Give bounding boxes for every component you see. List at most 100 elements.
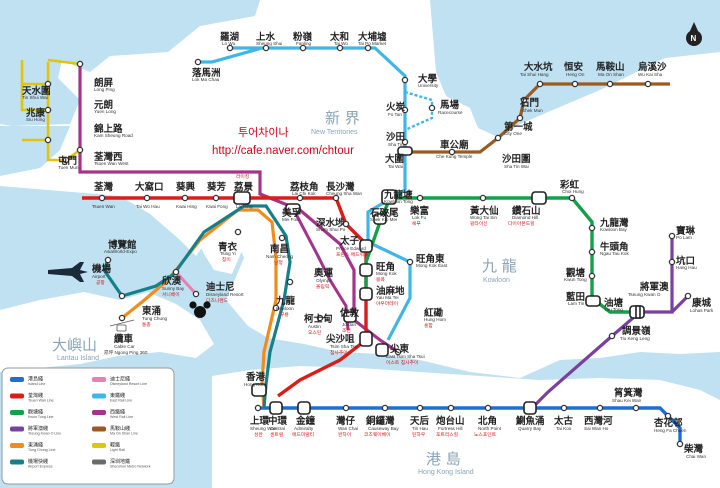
- station-che-kung-temple: 車公廟: [440, 139, 469, 151]
- legend-line-name-en: Light Rail: [110, 448, 125, 452]
- station-central: 中環: [268, 415, 288, 427]
- svg-text:공항: 공항: [96, 279, 105, 286]
- region-hk-island: 港 島: [426, 450, 461, 468]
- svg-text:올림픽: 올림픽: [316, 283, 329, 290]
- svg-text:N: N: [691, 34, 697, 43]
- station-siu-hong: 兆康: [26, 107, 46, 119]
- station-tai-koo: 太古: [554, 415, 574, 427]
- svg-text:Kam Sheung Road: Kam Sheung Road: [94, 133, 133, 138]
- note-url[interactable]: http://cafe.naver.com/chtour: [212, 145, 354, 157]
- svg-text:Tuen Mun: Tuen Mun: [58, 165, 79, 170]
- svg-text:Jordan: Jordan: [342, 322, 356, 327]
- legend-line-name-en: Island Line: [28, 382, 45, 386]
- svg-text:통총: 통총: [142, 321, 151, 328]
- svg-text:Yau Ma Tei: Yau Ma Tei: [376, 295, 399, 300]
- note-title: 투어차이나: [238, 126, 289, 139]
- station-asiaworld-expo: 博覽館: [108, 239, 137, 251]
- svg-text:Disneyland Resort: Disneyland Resort: [206, 292, 244, 297]
- svg-text:Mong Kok: Mong Kok: [376, 271, 397, 276]
- station-tsing-yi: 青衣: [218, 241, 238, 253]
- svg-text:Cheung Sha Wan: Cheung Sha Wan: [326, 191, 363, 196]
- legend-line-name-en: Disneyland Resort Line: [110, 382, 147, 386]
- svg-text:Central: Central: [270, 426, 285, 431]
- svg-text:Tai Wo: Tai Wo: [334, 41, 348, 46]
- svg-text:Wan Chai: Wan Chai: [338, 426, 358, 431]
- station-wan-chai: 灣仔: [336, 415, 356, 427]
- svg-text:昂坪 Ngong Ping 360: 昂坪 Ngong Ping 360: [104, 349, 148, 356]
- legend-swatch: [92, 426, 106, 432]
- line-east-rail: [198, 46, 412, 341]
- station-university: 大學: [418, 73, 438, 85]
- svg-text:Chai Wan: Chai Wan: [686, 454, 706, 459]
- svg-text:Tsuen Wan West: Tsuen Wan West: [94, 161, 129, 166]
- airplane-icon: [48, 262, 88, 282]
- station-shek-kip-mei: 石硤尾: [369, 207, 399, 219]
- svg-text:칭이: 칭이: [222, 256, 231, 263]
- station-wong-tai-sin: 黃大仙: [469, 205, 499, 217]
- svg-text:Wu Kai Sha: Wu Kai Sha: [638, 72, 663, 77]
- station-chai-wan: 柴灣: [683, 443, 704, 455]
- svg-text:Sha Tin Wai: Sha Tin Wai: [504, 164, 529, 169]
- legend-swatch: [92, 393, 106, 399]
- station-hang-hau: 坑口: [676, 255, 695, 267]
- legend-line-name: 港島綫: [28, 376, 43, 383]
- region-lantau: 大嶼山: [52, 336, 97, 354]
- compass-icon: N: [686, 22, 702, 46]
- station-shek-mun: 石門: [519, 98, 539, 109]
- svg-text:Mong Kok East: Mong Kok East: [416, 263, 448, 268]
- station-airport: 機場: [92, 263, 112, 275]
- station-hung-hom: 紅磡: [424, 307, 444, 319]
- legend-line-name-en: Tung Chung Line: [28, 448, 55, 452]
- svg-text:Tseung Kwan O: Tseung Kwan O: [628, 292, 661, 297]
- svg-text:다이아몬드힐: 다이아몬드힐: [508, 220, 534, 227]
- water-north-bay: [0, 0, 260, 126]
- station-admiralty: 金鐘: [295, 415, 316, 427]
- station-quarry-bay: 鰂魚涌: [515, 415, 545, 427]
- svg-text:홍함: 홍함: [424, 322, 433, 329]
- station-fanling: 粉嶺: [293, 31, 313, 43]
- station-ma-on-shan: 馬鞍山: [595, 61, 625, 73]
- station-tsuen-wan-west: 荃灣西: [94, 151, 123, 163]
- station-markers: [44, 44, 692, 448]
- svg-text:Choi Hung: Choi Hung: [562, 189, 584, 194]
- water-tuen-mun-bay: [0, 126, 70, 176]
- svg-text:East Tsim Sha Tsui: East Tsim Sha Tsui: [386, 354, 425, 359]
- svg-text:이스트 침사추이: 이스트 침사추이: [386, 359, 418, 366]
- region-lantau-en: Lantau Island: [57, 355, 99, 362]
- svg-text:Tsing Yi: Tsing Yi: [220, 251, 236, 256]
- svg-text:Cable Car: Cable Car: [114, 344, 135, 349]
- svg-text:Shek Mun: Shek Mun: [522, 108, 543, 113]
- station-heng-on: 恒安: [564, 61, 584, 73]
- svg-text:Long Ping: Long Ping: [94, 87, 115, 92]
- svg-text:Hang Hau: Hang Hau: [676, 265, 697, 270]
- svg-text:Kwun Tong: Kwun Tong: [564, 277, 587, 282]
- station-kwun-tong: 觀塘: [566, 267, 586, 279]
- station-lai-king: 荔景: [233, 181, 254, 193]
- legend-swatch: [10, 459, 24, 465]
- station-kowloon-bay: 九龍灣: [599, 217, 629, 229]
- station-cable-car: 纜車: [114, 333, 134, 345]
- svg-text:Lo Wu: Lo Wu: [222, 41, 236, 46]
- station-tai-shui-hang: 大水坑: [524, 61, 553, 73]
- svg-text:Tai Wo Hau: Tai Wo Hau: [136, 204, 160, 209]
- legend-line-name-en: Shenzhen Metro Network: [110, 465, 151, 469]
- svg-text:프린스 에드워드: 프린스 에드워드: [336, 251, 369, 258]
- legend-line-name: 機場快綫: [28, 458, 48, 465]
- station-prince-edward: 太子: [340, 235, 360, 247]
- svg-text:남청: 남청: [274, 259, 283, 266]
- svg-text:Ngau Tau Kok: Ngau Tau Kok: [600, 251, 629, 256]
- water-tolo-harbour: [430, 0, 720, 138]
- svg-text:Heng Fa Chuen: Heng Fa Chuen: [654, 428, 687, 433]
- svg-text:Ma On Shan: Ma On Shan: [598, 72, 624, 77]
- station-tung-chung: 東涌: [141, 305, 161, 317]
- svg-text:Sunny Bay: Sunny Bay: [162, 286, 185, 291]
- legend-line-name: 觀塘綫: [28, 409, 43, 416]
- legend-line-name-en: Kwun Tong Line: [28, 415, 54, 419]
- region-kowloon-en: Kowloon: [483, 277, 510, 284]
